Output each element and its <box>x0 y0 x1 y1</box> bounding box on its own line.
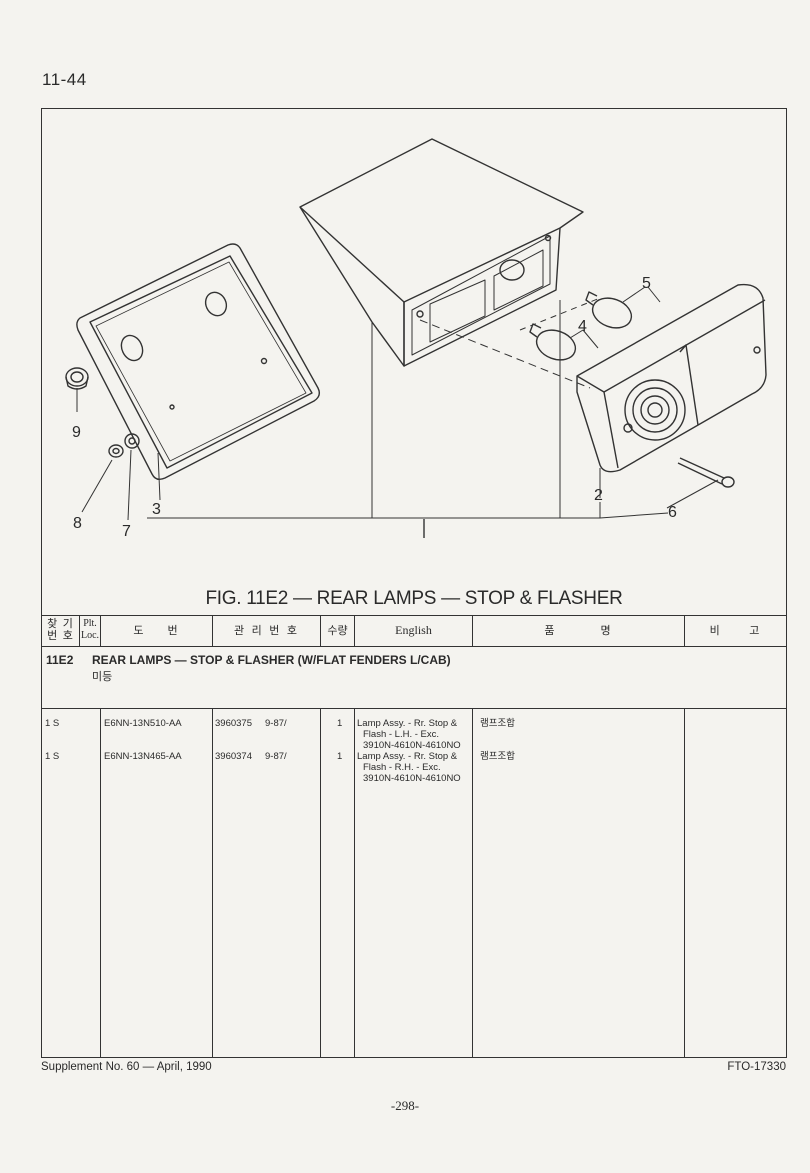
row-qty: 1 <box>337 718 343 729</box>
callout-7: 7 <box>122 523 131 540</box>
col-divider-mgmt-body <box>212 708 213 1058</box>
footer-code: FTO-17330 <box>727 1061 786 1073</box>
group-code: 11E2 <box>46 653 74 667</box>
grommet-drawing <box>65 367 89 390</box>
row-korean-name: 램프조합 <box>480 751 515 762</box>
page-number-bottom: -298- <box>390 1098 420 1113</box>
header-plt-loc: Plt. Loc. <box>80 618 100 641</box>
row-english-line2: Flash - R.H. - Exc. <box>363 762 441 773</box>
callout-5: 5 <box>642 275 651 292</box>
lamp-housing-drawing <box>299 138 584 367</box>
callout-2: 2 <box>594 487 603 504</box>
col-divider-qty-body <box>320 708 321 1058</box>
row-date: 9-87/ <box>265 751 287 762</box>
header-qty: 수량 <box>327 625 348 637</box>
header-english: English <box>395 623 432 637</box>
col-divider-part-body <box>100 708 101 1058</box>
row-qty: 1 <box>337 751 343 762</box>
header-remarks: 비 고 <box>709 624 762 637</box>
exploded-view-illustration: 9 8 7 3 5 4 2 6 <box>65 138 767 540</box>
header-korean-name: 품 명 <box>544 624 613 637</box>
col-divider-korean-body <box>472 708 473 1058</box>
row-mgmt-no: 3960374 <box>215 751 252 762</box>
header-part-no: 도 번 <box>133 624 180 637</box>
group-korean-title: 미등 <box>92 671 113 683</box>
header-key-no: 찾 기 번 호 <box>47 617 74 642</box>
row-key: 1 S <box>45 751 60 762</box>
callout-9: 9 <box>72 424 81 441</box>
row-part-no: E6NN-13N510-AA <box>104 718 182 729</box>
row-korean-name: 램프조합 <box>480 718 515 729</box>
row-part-no: E6NN-13N465-AA <box>104 751 182 762</box>
nut-washer-drawing <box>108 433 140 458</box>
parts-frame <box>41 108 787 1058</box>
row-english-line3: 3910N-4610N-4610NO <box>363 773 461 784</box>
col-divider-english <box>354 615 355 646</box>
bulbs-drawing <box>529 291 633 361</box>
table-top-border <box>41 615 787 616</box>
mounting-plate-drawing <box>76 243 321 481</box>
col-divider-qty <box>320 615 321 646</box>
callout-8: 8 <box>73 515 82 532</box>
figure-title: FIG. 11E2 — REAR LAMPS — STOP & FLASHER <box>205 588 623 609</box>
col-divider-english-body <box>354 708 355 1058</box>
callout-3: 3 <box>152 501 161 518</box>
callout-labels: 9 8 7 3 5 4 2 6 <box>72 275 677 540</box>
col-divider-korean <box>472 615 473 646</box>
col-divider-remarks-body <box>684 708 685 1058</box>
col-divider-plt <box>79 615 80 646</box>
lamp-assembly-drawing <box>576 283 767 473</box>
table-group-bottom <box>41 708 787 709</box>
table-header-bottom <box>41 646 787 647</box>
callout-4: 4 <box>578 318 587 335</box>
leader-lines <box>76 286 719 538</box>
row-key: 1 S <box>45 718 60 729</box>
callout-6: 6 <box>668 504 677 521</box>
header-mgmt-no: 관 리 번 호 <box>234 624 299 637</box>
row-english-line2: Flash - L.H. - Exc. <box>363 729 440 740</box>
row-english-line3: 3910N-4610N-4610NO <box>363 740 461 751</box>
row-english-line1: Lamp Assy. - Rr. Stop & <box>357 718 458 729</box>
screw-drawing <box>677 457 735 488</box>
page-number-top: 11-44 <box>42 70 87 89</box>
footer-supplement: Supplement No. 60 — April, 1990 <box>41 1061 212 1073</box>
col-divider-remarks <box>684 615 685 646</box>
row-date: 9-87/ <box>265 718 287 729</box>
col-divider-mgmt <box>212 615 213 646</box>
col-divider-part <box>100 615 101 646</box>
row-english-line1: Lamp Assy. - Rr. Stop & <box>357 751 458 762</box>
group-title: REAR LAMPS — STOP & FLASHER (W/FLAT FEND… <box>92 653 451 667</box>
row-mgmt-no: 3960375 <box>215 718 252 729</box>
